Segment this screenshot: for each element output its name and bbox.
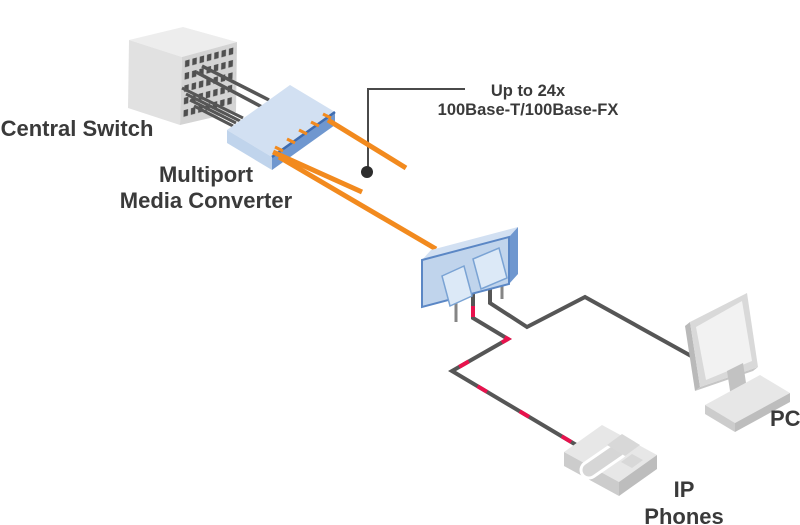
phone-front-right-face bbox=[619, 455, 657, 496]
fiber-port-tick bbox=[274, 145, 284, 153]
multiport-media-converter bbox=[227, 85, 336, 170]
handset-icon bbox=[582, 443, 625, 477]
pointer-dot bbox=[361, 166, 373, 178]
uplink-cable bbox=[181, 86, 244, 120]
switch-left-face bbox=[128, 40, 182, 125]
uplink-cable bbox=[185, 92, 241, 123]
fiber-port-tick bbox=[286, 137, 296, 145]
pc-base-front-left bbox=[705, 405, 735, 432]
pc-base-top bbox=[705, 375, 790, 423]
pc bbox=[685, 293, 790, 432]
central-switch-label: Central Switch bbox=[1, 116, 154, 141]
monitor-left-side bbox=[685, 322, 700, 391]
pc-label: PC bbox=[770, 406, 800, 431]
fiber-port-tick bbox=[298, 128, 308, 136]
fiber-port-tick bbox=[310, 120, 320, 128]
annotation-line1: Up to 24x bbox=[491, 82, 566, 100]
monitor-screen bbox=[696, 301, 752, 380]
outlet-top-face bbox=[422, 227, 518, 260]
converter-port-face bbox=[272, 112, 335, 170]
converter-label-line1: Multiport bbox=[159, 162, 254, 187]
switch-top-face bbox=[129, 27, 237, 57]
pc-base-front-right bbox=[735, 393, 790, 432]
converter-front-face bbox=[227, 130, 272, 170]
fiber-link bbox=[277, 154, 438, 252]
uplink-cable bbox=[201, 64, 270, 102]
switch-to-converter-cables bbox=[181, 64, 270, 128]
phone-cable-poe-dashes bbox=[448, 293, 580, 448]
phone-cable bbox=[448, 293, 580, 448]
uplink-cable bbox=[195, 70, 263, 109]
uplink-cable bbox=[193, 104, 234, 128]
fiber-port-tick bbox=[322, 112, 332, 120]
fiber-links bbox=[271, 117, 438, 252]
ip-phone bbox=[564, 425, 657, 496]
outlet-drop-cables bbox=[448, 285, 694, 448]
converter-top-face bbox=[227, 85, 335, 157]
outlet-right-face bbox=[509, 227, 518, 284]
converter-fiber-ports bbox=[274, 112, 332, 153]
uplink-cable bbox=[189, 98, 237, 125]
phone-keypad bbox=[621, 454, 643, 468]
fiber-link bbox=[326, 117, 408, 171]
wall-outlet-converter bbox=[421, 227, 518, 309]
pc-cable bbox=[488, 288, 694, 359]
pointer-line bbox=[367, 88, 465, 167]
ip-phones-label-line2: Phones bbox=[644, 504, 723, 525]
converter-label-line2: Media Converter bbox=[120, 188, 293, 213]
fiber-link bbox=[271, 149, 364, 195]
annotation-pointer bbox=[361, 88, 465, 178]
outlet-faceplate bbox=[441, 264, 473, 308]
phone-display bbox=[607, 434, 640, 456]
outlet-faceplate bbox=[472, 246, 508, 291]
ip-phones-label-line1: IP bbox=[674, 477, 695, 502]
annotation-line2: 100Base-T/100Base-FX bbox=[438, 101, 619, 119]
